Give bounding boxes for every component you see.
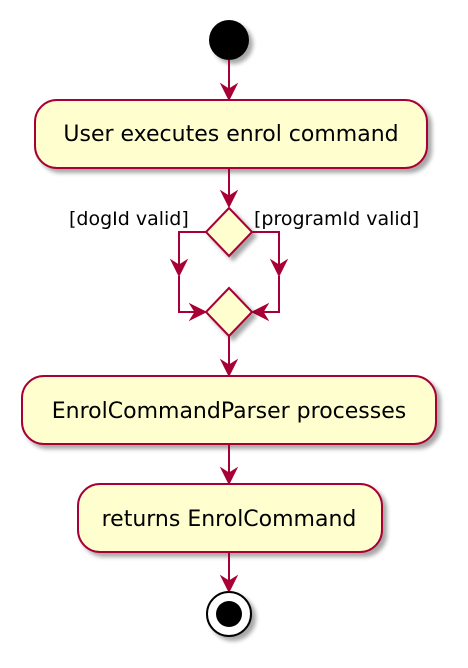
guard-label-right: [programId valid] [254, 208, 419, 230]
decision-merge-diamond [204, 286, 254, 338]
branch-right-arrow [250, 231, 289, 322]
guard-label-left: [dogId valid] [69, 208, 189, 230]
action-parser-processes: EnrolCommandParser processes [21, 375, 437, 445]
start-node [209, 20, 249, 60]
branch-left-arrow [169, 231, 208, 322]
arrow-start-to-action1 [219, 60, 239, 102]
action-label: User executes enrol command [63, 122, 398, 147]
action-returns-enrol-command: returns EnrolCommand [77, 483, 383, 553]
end-node [206, 591, 252, 637]
arrow-action3-to-end [219, 552, 239, 594]
arrow-action1-to-split [219, 168, 239, 209]
arrow-action2-to-action3 [219, 444, 239, 486]
action-label: EnrolCommandParser processes [52, 399, 406, 424]
action-label: returns EnrolCommand [102, 507, 357, 532]
action-user-executes-enrol: User executes enrol command [34, 99, 428, 169]
arrow-merge-to-action2 [219, 336, 239, 378]
decision-split-diamond [204, 206, 254, 258]
